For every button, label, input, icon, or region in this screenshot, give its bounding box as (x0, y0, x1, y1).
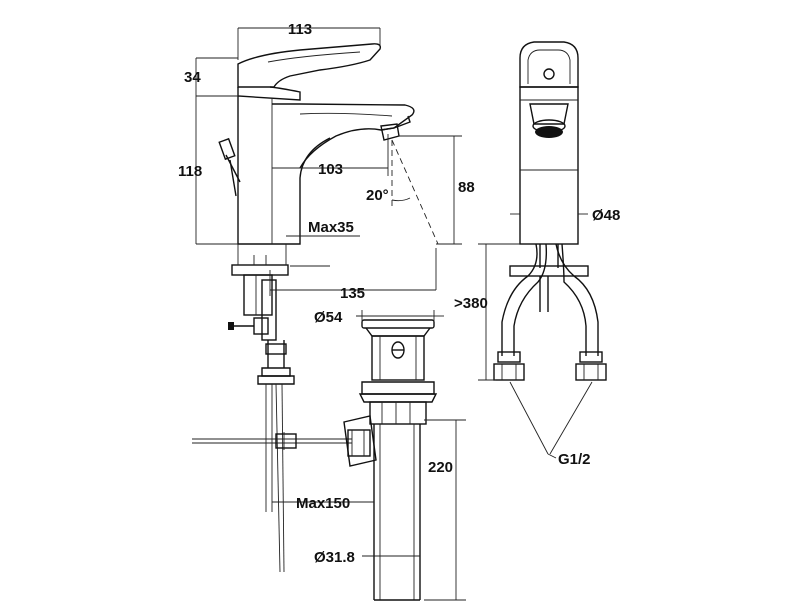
dim-spout-88: 88 (458, 179, 475, 196)
dim-drain-220: 220 (428, 459, 453, 476)
dim-width-113: 113 (288, 21, 312, 38)
dim-hose-380: >380 (454, 295, 488, 312)
dim-max-150: Max150 (296, 495, 350, 512)
faucet-side-view (192, 43, 415, 573)
body-front (519, 86, 579, 245)
dim-angle-20: 20° (366, 187, 389, 204)
dim-height-118: 118 (178, 163, 202, 180)
dim-reach-103: 103 (318, 161, 343, 178)
label-thread-g12: G1/2 (558, 451, 591, 468)
drain-assembly (343, 319, 438, 601)
handle-front (519, 41, 579, 88)
dim-diameter-31-8: Ø31.8 (314, 549, 355, 566)
lever-handle (237, 43, 382, 88)
faucet-front-view (493, 41, 607, 381)
dim-reach-135: 135 (340, 285, 365, 302)
left-supply-hose (501, 243, 538, 356)
dim-height-34: 34 (184, 69, 201, 86)
mount-flange (231, 264, 289, 276)
dimension-lines (195, 27, 593, 601)
spout (272, 103, 415, 169)
dim-diameter-48: Ø48 (592, 207, 620, 224)
right-supply-hose (555, 243, 599, 356)
handle-cap (237, 86, 301, 101)
dim-diameter-54: Ø54 (314, 309, 343, 326)
dim-max-35: Max35 (308, 219, 354, 236)
